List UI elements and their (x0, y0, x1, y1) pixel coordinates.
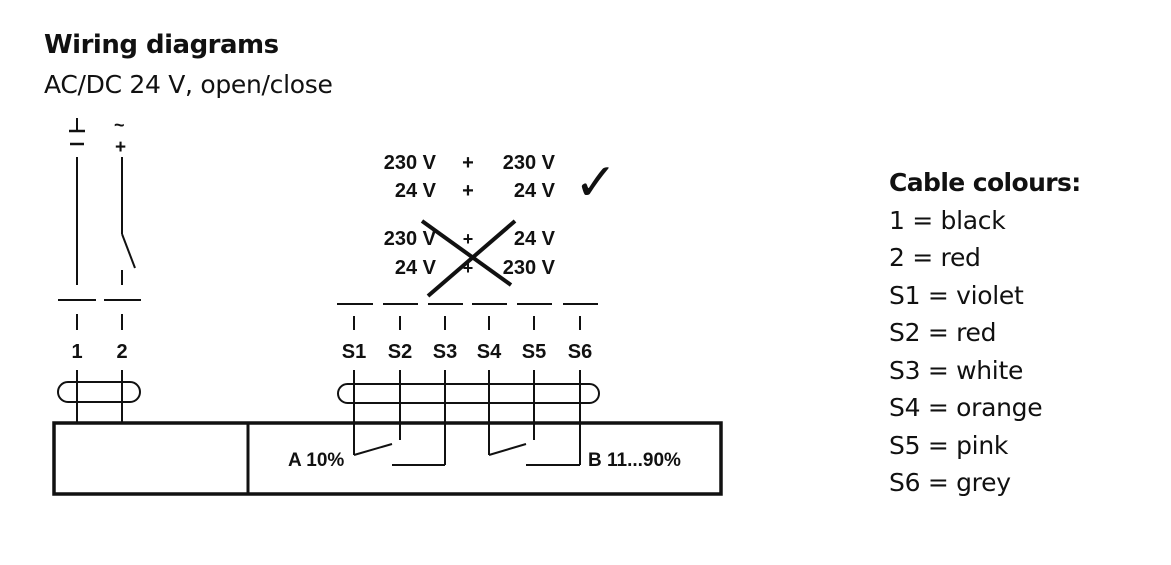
legend-item: S1 = violet (889, 280, 1024, 310)
combo-bad-2-left: 24 V (395, 257, 437, 279)
switch-b-label: B 11...90% (588, 450, 681, 471)
switch-a-label: A 10% (288, 450, 344, 471)
terminal-label-s6: S6 (568, 341, 592, 363)
combo-ok-2-op: + (462, 180, 474, 202)
actuator-housing (52, 421, 723, 496)
terminal-label-s5: S5 (522, 341, 546, 363)
ac-symbol: ~ (114, 115, 125, 135)
combo-ok-1-op: + (462, 152, 474, 174)
combo-ok-1-right: 230 V (503, 152, 556, 174)
legend-item: S6 = grey (889, 468, 1011, 497)
legend-item: S3 = white (889, 355, 1024, 385)
check-mark-icon: ✓ (574, 153, 618, 213)
power-cable-gland (57, 381, 141, 403)
combo-bad-1-op: + (463, 229, 474, 249)
combo-ok-2-left: 24 V (395, 180, 437, 202)
combo-bad-1-left: 230 V (384, 228, 437, 250)
cable-colours-legend: Cable colours: 1 = black 2 = red S1 = vi… (889, 164, 1081, 502)
switch-a-contacts (353, 443, 445, 466)
not-allowed-cross-a (420, 219, 513, 287)
terminal-label-1: 1 (71, 341, 82, 363)
plus-symbol: + (115, 137, 126, 158)
switch-b-contacts (488, 443, 580, 466)
not-allowed-cross-b (426, 219, 517, 298)
page-title: Wiring diagrams (44, 30, 279, 60)
terminal-label-s4: S4 (477, 341, 502, 363)
legend-item: S2 = red (889, 318, 997, 347)
combo-ok-2-right: 24 V (514, 180, 556, 202)
legend-item: 2 = red (889, 243, 981, 272)
terminal-label-s1: S1 (342, 341, 366, 363)
terminal-label-s3: S3 (433, 341, 457, 363)
legend-heading: Cable colours: (889, 168, 1081, 197)
combo-bad-1-right: 24 V (514, 228, 556, 250)
combo-ok-1-left: 230 V (384, 152, 437, 174)
legend-item: S4 = orange (889, 393, 1043, 422)
combo-bad-2-right: 230 V (503, 257, 556, 279)
combo-bad-2-op: + (463, 258, 474, 278)
legend-item: S5 = pink (889, 430, 1009, 460)
power-switch-lever (121, 233, 136, 269)
switch-wires (353, 370, 581, 465)
legend-item: 1 = black (889, 205, 1006, 235)
terminal-label-2: 2 (116, 341, 127, 363)
terminal-label-s2: S2 (388, 341, 412, 363)
page-subtitle: AC/DC 24 V, open/close (44, 70, 333, 99)
switch-cable-gland (337, 383, 600, 404)
switch-terminal-ticks (353, 316, 581, 330)
